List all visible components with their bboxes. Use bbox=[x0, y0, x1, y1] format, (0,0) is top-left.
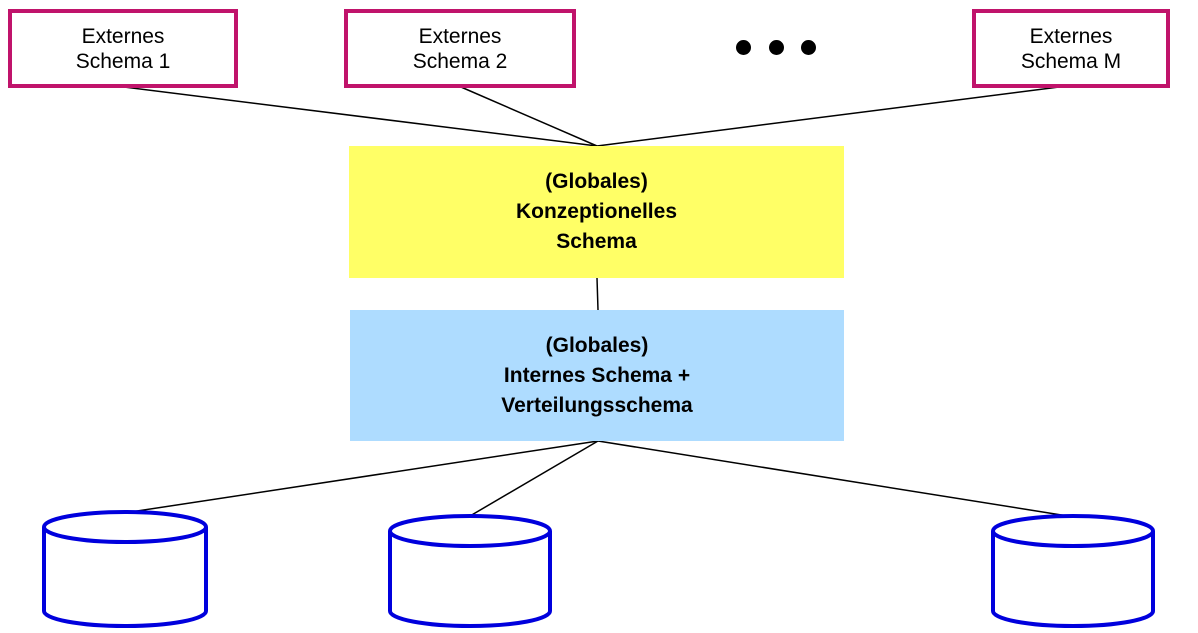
external-schema-2: Externes Schema 2 bbox=[344, 9, 576, 88]
ellipsis-dot bbox=[768, 39, 784, 55]
database-icon bbox=[388, 514, 552, 628]
conceptual-schema: (Globales) Konzeptionelles Schema bbox=[349, 146, 844, 278]
internal-schema: (Globales) Internes Schema + Verteilungs… bbox=[350, 310, 844, 441]
database-icon bbox=[991, 514, 1155, 628]
connector-database-2 bbox=[469, 440, 599, 517]
connector-database-3 bbox=[597, 440, 1075, 518]
external-schema-m-label: Externes Schema M bbox=[1020, 24, 1122, 73]
external-schema-1-label: Externes Schema 1 bbox=[75, 24, 171, 73]
connector-external-2 bbox=[460, 86, 598, 147]
external-schema-m: Externes Schema M bbox=[972, 9, 1170, 88]
ellipsis-dot bbox=[736, 39, 751, 55]
external-schema-1: Externes Schema 1 bbox=[8, 9, 238, 88]
connector-conceptual-internal bbox=[596, 277, 599, 311]
external-schema-2-label: Externes Schema 2 bbox=[412, 24, 508, 73]
connector-external-1 bbox=[123, 86, 598, 147]
connector-external-m bbox=[596, 86, 1060, 147]
ellipsis-icon bbox=[736, 36, 816, 58]
internal-schema-label: (Globales) Internes Schema + Verteilungs… bbox=[501, 333, 693, 417]
ellipsis-dot bbox=[801, 39, 816, 55]
connector-database-1 bbox=[123, 440, 599, 514]
conceptual-schema-label: (Globales) Konzeptionelles Schema bbox=[515, 170, 678, 253]
database-icon bbox=[42, 510, 208, 628]
